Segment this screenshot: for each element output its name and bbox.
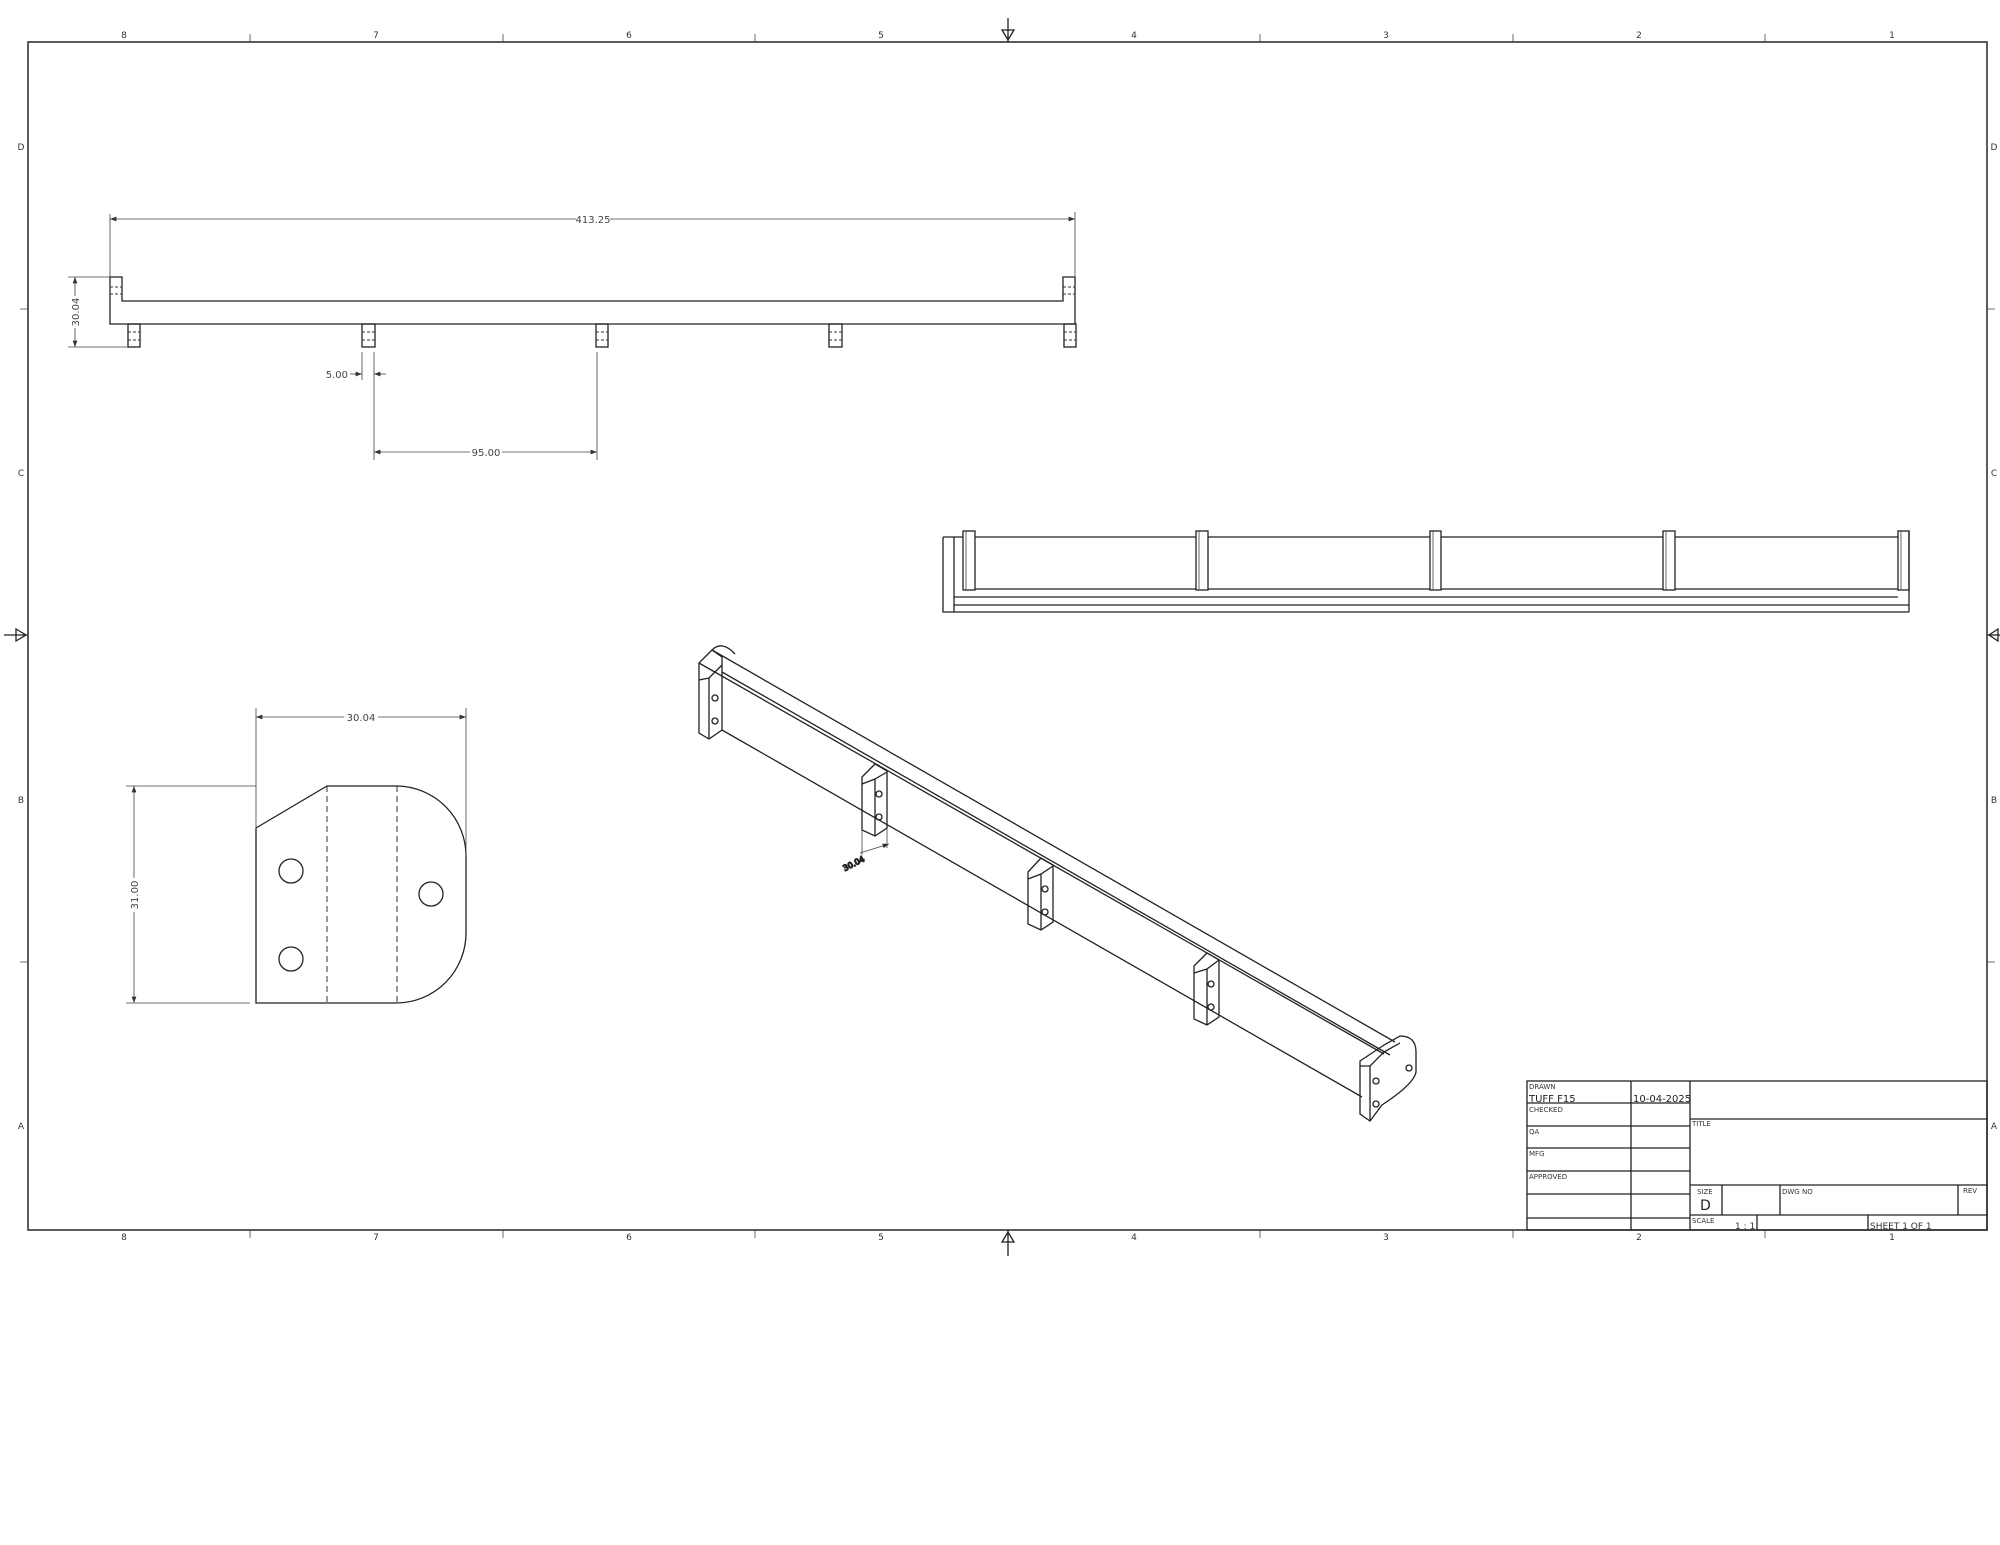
checked-label: CHECKED — [1529, 1106, 1563, 1114]
qa-label: QA — [1529, 1128, 1540, 1136]
size-label: SIZE — [1697, 1188, 1713, 1196]
zone-column-labels-bottom: 8 7 6 5 4 3 2 1 — [121, 1233, 1895, 1243]
zone-label: 3 — [1383, 31, 1389, 41]
front-view — [942, 530, 1910, 613]
zone-label: D — [1991, 143, 1998, 153]
dim-height: 30.04 — [71, 298, 82, 327]
zone-label: 5 — [878, 1233, 884, 1243]
dim-iso: 30.04 — [842, 855, 866, 873]
zone-label: A — [1991, 1122, 1998, 1132]
title-label: TITLE — [1691, 1120, 1711, 1128]
zone-label: 6 — [626, 31, 632, 41]
isometric-view: 30.04 — [698, 645, 1417, 1122]
title-block: DRAWN TUFF F15 10-04-2025 CHECKED QA MFG… — [1526, 1080, 1988, 1232]
center-arrow-icon — [4, 627, 28, 643]
zone-label: 2 — [1636, 1233, 1642, 1243]
drawn-by: TUFF F15 — [1528, 1094, 1576, 1105]
zone-label: 4 — [1131, 31, 1137, 41]
rev-label: REV — [1963, 1187, 1977, 1195]
mfg-label: MFG — [1529, 1150, 1545, 1158]
dim-tab-spacing: 95.00 — [472, 448, 501, 459]
dim-overall-length: 413.25 — [576, 215, 611, 226]
zone-label: 5 — [878, 31, 884, 41]
dwg-no-label: DWG NO — [1782, 1188, 1813, 1196]
zone-ticks — [20, 34, 1995, 1238]
scale-value: 1 : 1 — [1735, 1222, 1755, 1232]
drawn-label: DRAWN — [1529, 1083, 1556, 1091]
sheet-border — [27, 41, 1988, 1231]
zone-label: D — [18, 143, 25, 153]
zone-label: C — [18, 469, 24, 479]
zone-label: 2 — [1636, 31, 1642, 41]
center-arrow-icon — [1987, 627, 2000, 643]
zone-label: 6 — [626, 1233, 632, 1243]
zone-label: C — [1991, 469, 1997, 479]
dim-flange-height: 31.00 — [130, 881, 141, 910]
dim-flange-width: 30.04 — [347, 713, 376, 724]
dim-tab-thickness: 5.00 — [326, 370, 348, 381]
zone-label: B — [18, 796, 24, 806]
centering-marks — [4, 18, 2000, 1256]
zone-label: 1 — [1889, 31, 1895, 41]
top-view: 413.25 30.04 5.00 95.00 — [68, 212, 1077, 460]
size-value: D — [1700, 1198, 1711, 1214]
zone-label: 7 — [373, 31, 379, 41]
center-arrow-icon — [1000, 18, 1016, 42]
drawn-date: 10-04-2025 — [1633, 1094, 1691, 1105]
sheet-number: SHEET 1 OF 1 — [1870, 1222, 1932, 1232]
zone-tick — [20, 34, 1995, 1238]
zone-row-labels: D C B A D C B A — [18, 143, 1998, 1132]
zone-label: 8 — [121, 31, 127, 41]
zone-label: A — [18, 1122, 25, 1132]
approved-label: APPROVED — [1529, 1173, 1567, 1181]
zone-label: 8 — [121, 1233, 127, 1243]
zone-label: 7 — [373, 1233, 379, 1243]
zone-label: 1 — [1889, 1233, 1895, 1243]
flange-view: 30.04 31.00 — [126, 708, 467, 1004]
scale-label: SCALE — [1692, 1217, 1714, 1225]
zone-label: 3 — [1383, 1233, 1389, 1243]
zone-label: B — [1991, 796, 1997, 806]
zone-label: 4 — [1131, 1233, 1137, 1243]
center-arrow-icon — [1000, 1230, 1016, 1256]
zone-column-labels-top: 8 7 6 5 4 3 2 1 — [121, 31, 1895, 41]
